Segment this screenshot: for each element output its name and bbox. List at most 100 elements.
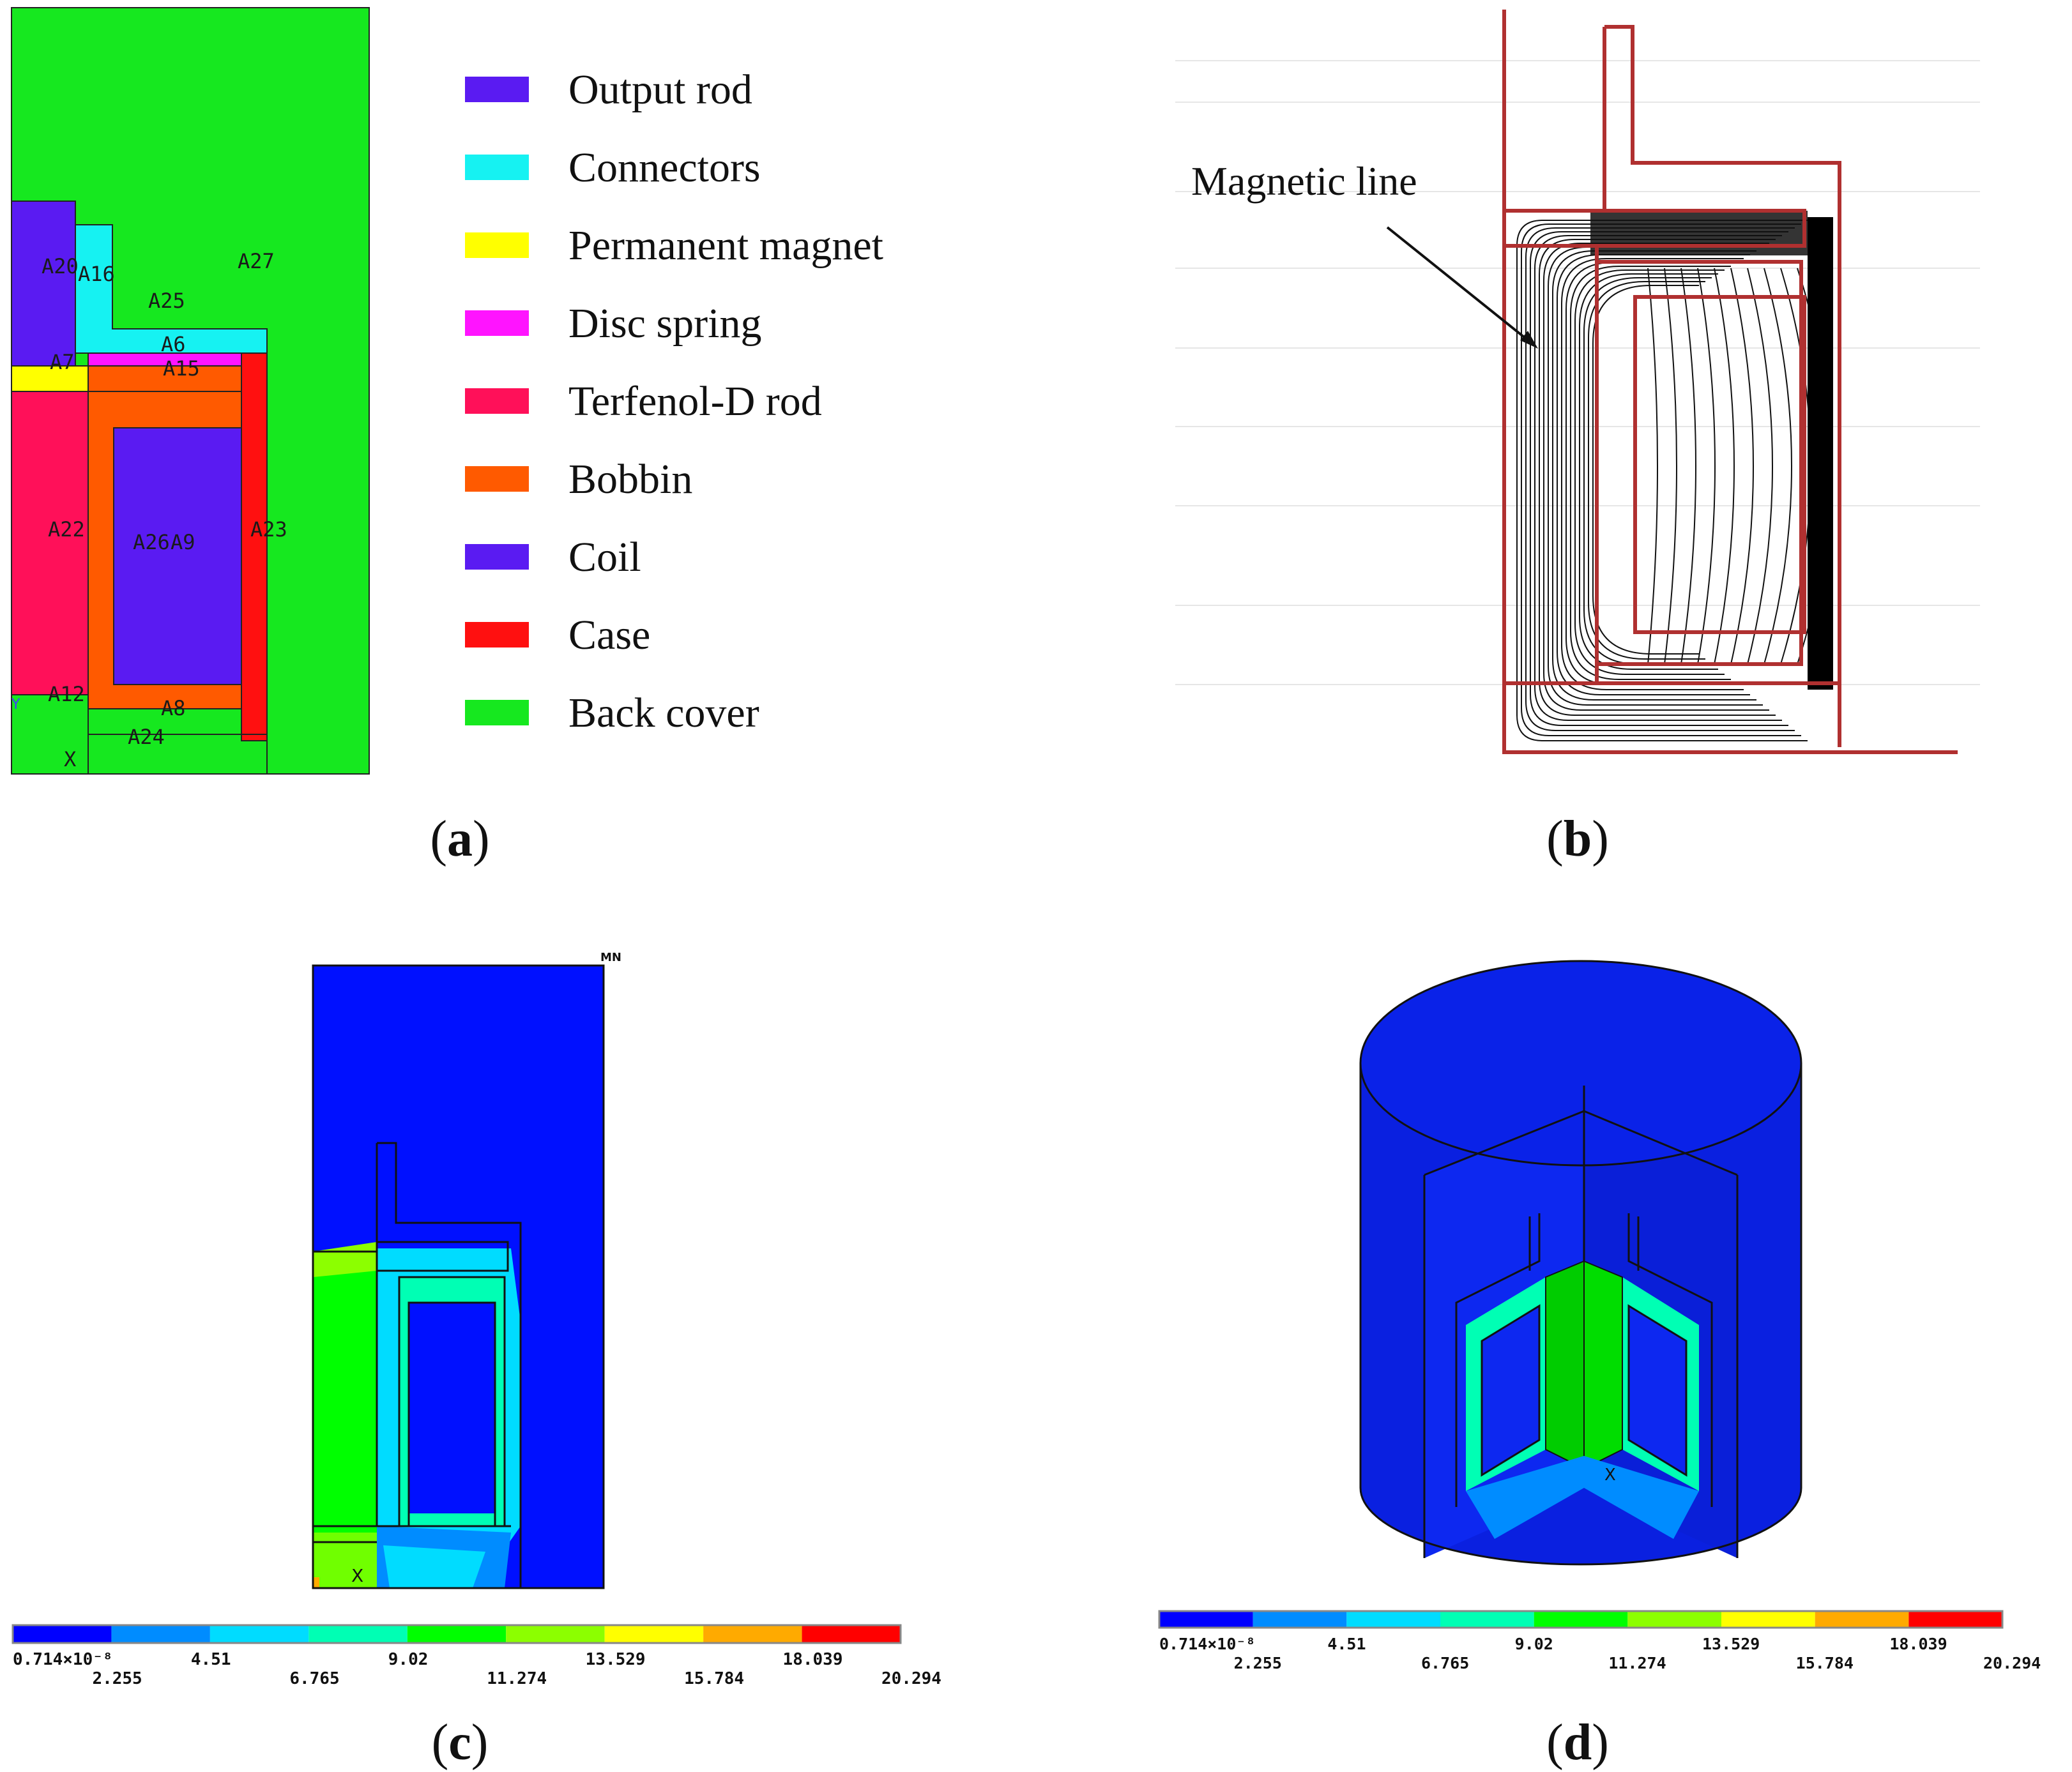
colorbar-segment — [604, 1625, 704, 1643]
colorbar-tick-label: 4.51 — [1327, 1635, 1366, 1653]
legend-label: Coil — [568, 534, 641, 580]
outline-bobbin — [1595, 246, 1803, 666]
axis-label: X — [64, 747, 76, 771]
colorbar-tick-label: 18.039 — [1889, 1635, 1947, 1653]
colorbar-segment — [1534, 1611, 1628, 1628]
colorbar-tick-label: 4.51 — [191, 1650, 231, 1669]
rod-bottom-band — [313, 1533, 377, 1588]
legend-swatch — [465, 388, 529, 414]
terfenol-rod-region — [11, 391, 89, 695]
colorbar-segment — [1159, 1611, 1253, 1628]
colorbar-segment — [1721, 1611, 1815, 1628]
flux-concentration-top — [1590, 211, 1808, 255]
caption-a: (a) — [430, 811, 489, 867]
flux-line — [1680, 268, 1696, 665]
colorbar-segment — [309, 1625, 408, 1643]
legend-label: Disc spring — [568, 300, 761, 347]
right-coil — [1627, 1304, 1687, 1477]
colorbar-segment — [111, 1625, 210, 1643]
caption-d: (d) — [1546, 1715, 1609, 1771]
background-gridlines — [1175, 60, 1980, 685]
outline-disc-spring — [1502, 209, 1806, 248]
colorbar-tick-label: 15.784 — [684, 1669, 744, 1688]
colorbar-frame — [1158, 1610, 2004, 1629]
magnetic-flux-lines — [1516, 220, 1831, 741]
flux-line — [1747, 268, 1773, 665]
flux-line — [1530, 231, 1788, 726]
flux-line — [1730, 268, 1754, 665]
flux-concentration-region — [1808, 217, 1833, 690]
colorbar-tick-label: 13.529 — [1702, 1635, 1760, 1653]
colorbar-segment — [506, 1625, 605, 1643]
colorbar-tick-label: 0.714×10⁻⁸ — [1159, 1635, 1256, 1653]
colorbar-tick-label: 2.255 — [92, 1669, 142, 1688]
colorbar-segment — [1440, 1611, 1534, 1628]
flux-line — [1565, 262, 1737, 685]
area-label: A20 — [42, 254, 79, 278]
colorbar-tick-label: 13.529 — [586, 1650, 646, 1669]
colorbar-tick-label: 18.039 — [783, 1650, 843, 1669]
colorbar-segment — [802, 1625, 901, 1643]
cylinder-top — [1359, 960, 1802, 1167]
legend-swatch — [465, 310, 529, 336]
left-coil — [1481, 1304, 1541, 1477]
legend-label: Bobbin — [568, 456, 692, 503]
colorbar-tick-label: 2.255 — [1234, 1654, 1282, 1672]
inner-outline — [1455, 1213, 1713, 1507]
outline-coil — [1633, 295, 1806, 634]
flux-line — [1714, 268, 1735, 665]
area-label: A27 — [238, 249, 275, 273]
case-region — [241, 352, 268, 741]
colorbar-segment — [1815, 1611, 1909, 1628]
colorbar-d: 0.714×10⁻⁸ 4.51 9.02 13.529 18.039 2.255 6.765… — [1158, 1610, 2041, 1672]
rod-left — [1545, 1260, 1585, 1470]
colorbar-segment — [703, 1625, 802, 1643]
flux-line — [1521, 223, 1801, 736]
flux-line — [1664, 268, 1677, 665]
area-label: A22 — [48, 517, 85, 541]
rod-field-band — [313, 1242, 377, 1588]
flux-line — [1574, 269, 1725, 675]
outline-rod — [1502, 244, 1599, 685]
panel-c: MN X (c) — [312, 951, 621, 1771]
flux-line — [1557, 254, 1750, 695]
flux-line — [1516, 220, 1808, 741]
axis-label: X — [1604, 1465, 1616, 1485]
arrow-head-icon — [1520, 331, 1538, 349]
colorbar-tick-label: 11.274 — [1608, 1654, 1666, 1672]
legend-label: Case — [568, 612, 650, 658]
panel-b: Magnetic line (b) — [1175, 10, 1980, 867]
flux-line — [1525, 227, 1795, 731]
flux-line — [1697, 268, 1716, 665]
area-label: A9 — [171, 530, 195, 554]
rod-right — [1583, 1260, 1623, 1470]
connectors-region — [75, 224, 268, 354]
coil-interior — [409, 1303, 495, 1513]
outline-connector-case — [1604, 25, 1841, 747]
flux-line — [1561, 258, 1744, 690]
colorbar-tick-label: 15.784 — [1796, 1654, 1854, 1672]
area-label: A12 — [48, 682, 85, 706]
colorbar-tick-label: 6.765 — [1421, 1654, 1469, 1672]
colorbar-tick-label: 0.714×10⁻⁸ — [13, 1650, 113, 1669]
output-rod-region — [11, 201, 76, 368]
colorbar-tick-label: 20.294 — [1983, 1654, 2041, 1672]
coil-region — [113, 427, 242, 685]
axis-label: X — [351, 1565, 363, 1586]
colorbar-tick-label: 9.02 — [388, 1650, 429, 1669]
legend-swatch — [465, 466, 529, 492]
flux-line — [1592, 285, 1699, 655]
flux-line — [1583, 277, 1712, 665]
flux-line — [1548, 246, 1763, 706]
caption-c: (c) — [432, 1715, 489, 1771]
flux-line — [1552, 250, 1756, 700]
colorbar-tick-label: 9.02 — [1515, 1635, 1553, 1653]
area-label: A24 — [128, 725, 165, 749]
flux-line — [1763, 268, 1792, 665]
legend-swatch — [465, 232, 529, 258]
flux-line — [1539, 239, 1776, 716]
panel-a: A20 A16 A27 A25 A6 A7 A15 A22 A26 A9 A23… — [11, 7, 883, 867]
legend-swatch — [465, 77, 529, 102]
area-label: A6 — [161, 332, 186, 356]
